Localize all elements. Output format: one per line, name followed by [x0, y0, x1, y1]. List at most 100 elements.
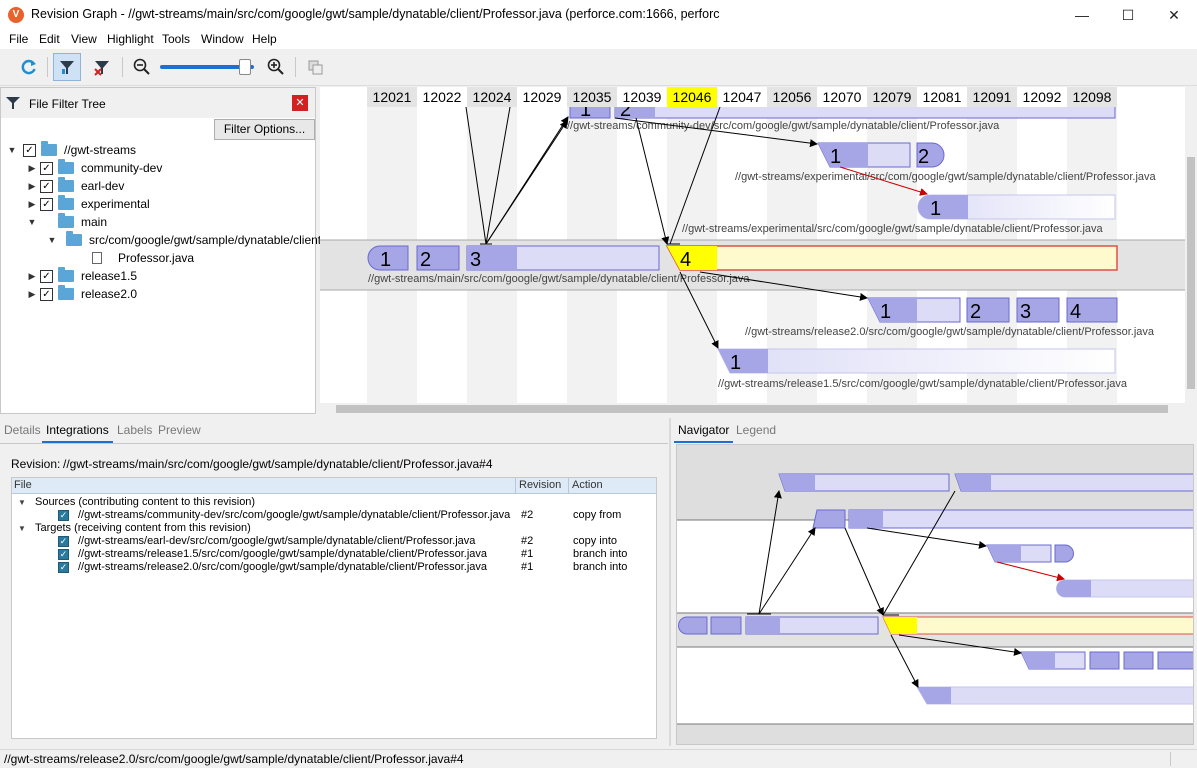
details-panel: Details Integrations Labels Preview Revi…: [0, 418, 668, 746]
close-panel-icon[interactable]: ✕: [292, 95, 308, 111]
lane-path-label: //gwt-streams/main/src/com/google/gwt/sa…: [368, 273, 750, 285]
changelist-number: 12098: [1067, 87, 1117, 107]
nav-node: [813, 510, 845, 528]
file-filter-header: File Filter Tree ✕: [1, 88, 315, 118]
tree-node-release1-5[interactable]: ▶ ✓ release1.5: [6, 267, 321, 285]
collapse-icon[interactable]: ▼: [18, 498, 26, 507]
clear-filter-icon[interactable]: [88, 53, 116, 81]
filter-icon[interactable]: [53, 53, 81, 81]
group-row-targets[interactable]: ▼ Targets (receiving content from this r…: [18, 522, 251, 535]
tree-checkbox[interactable]: ✓: [40, 180, 53, 193]
table-row[interactable]: ✓ //gwt-streams/release1.5/src/com/googl…: [58, 548, 656, 561]
menu-file[interactable]: File: [9, 32, 28, 46]
table-row[interactable]: ✓ //gwt-streams/earl-dev/src/com/google/…: [58, 535, 656, 548]
tab-integrations[interactable]: Integrations: [42, 418, 113, 443]
tree-node-earl-dev[interactable]: ▶ ✓ earl-dev: [6, 177, 321, 195]
tree-node-experimental[interactable]: ▶ ✓ experimental: [6, 195, 321, 213]
status-bar: //gwt-streams/release2.0/src/com/google/…: [0, 749, 1197, 768]
panel-splitter[interactable]: [669, 418, 671, 746]
tree-checkbox[interactable]: ✓: [40, 198, 53, 211]
column-header-revision[interactable]: Revision: [519, 479, 561, 491]
graph-vertical-scrollbar[interactable]: [1185, 87, 1197, 403]
revision-graph[interactable]: 1 2 //gwt-streams/community-dev/src/com/…: [320, 87, 1185, 403]
zoom-out-icon[interactable]: [128, 53, 156, 81]
integration-icon: ✓: [58, 549, 69, 560]
menu-window[interactable]: Window: [201, 32, 244, 46]
tree-checkbox[interactable]: ✓: [23, 144, 36, 157]
minimize-button[interactable]: —: [1059, 0, 1105, 30]
expand-toggle-icon[interactable]: ▶: [26, 271, 38, 282]
revision-number: 1: [880, 301, 891, 323]
close-button[interactable]: ✕: [1151, 0, 1197, 30]
row-revision: #2: [521, 509, 533, 521]
menu-help[interactable]: Help: [252, 32, 277, 46]
nav-node: [1090, 652, 1119, 669]
tree-checkbox[interactable]: ✓: [40, 288, 53, 301]
row-file: //gwt-streams/release1.5/src/com/google/…: [78, 548, 487, 560]
revision-number: 1: [830, 146, 841, 168]
column-header-file[interactable]: File: [14, 479, 32, 491]
revision-node[interactable]: [718, 349, 1115, 373]
tab-labels[interactable]: Labels: [113, 418, 156, 443]
folder-icon: [58, 270, 74, 282]
menu-edit[interactable]: Edit: [39, 32, 60, 46]
group-row-sources[interactable]: ▼ Sources (contributing content to this …: [18, 496, 255, 509]
nav-node: [711, 617, 741, 634]
row-action: branch into: [573, 561, 627, 573]
toolbar-separator: [47, 57, 48, 77]
column-divider: [568, 478, 569, 494]
tree-checkbox[interactable]: ✓: [40, 270, 53, 283]
expand-toggle-icon[interactable]: ▼: [26, 217, 38, 227]
navigator-overview[interactable]: [676, 444, 1194, 745]
collapse-icon[interactable]: ▼: [18, 524, 26, 533]
row-action: copy from: [573, 509, 621, 521]
row-file: //gwt-streams/release2.0/src/com/google/…: [78, 561, 487, 573]
tab-legend[interactable]: Legend: [732, 418, 780, 443]
lane-path-label: //gwt-streams/community-dev/src/com/goog…: [567, 120, 1000, 132]
menu-highlight[interactable]: Highlight: [107, 32, 154, 46]
tree-node-professor-java[interactable]: Professor.java: [6, 249, 321, 267]
tab-details[interactable]: Details: [0, 418, 45, 443]
selected-revision-node[interactable]: [667, 246, 1117, 270]
expand-toggle-icon[interactable]: ▼: [6, 145, 18, 155]
table-row[interactable]: ✓ //gwt-streams/community-dev/src/com/go…: [58, 509, 656, 522]
expand-toggle-icon[interactable]: ▶: [26, 289, 38, 300]
nav-node-marker: [1021, 652, 1055, 669]
nav-edge: [845, 528, 883, 615]
file-tree: ▼ ✓ //gwt-streams ▶ ✓ community-dev ▶ ✓ …: [6, 141, 321, 303]
changelist-number: 12056: [767, 87, 817, 107]
table-row[interactable]: ✓ //gwt-streams/release2.0/src/com/googl…: [58, 561, 656, 574]
revision-node-marker: [818, 143, 868, 167]
column-header-action[interactable]: Action: [572, 479, 603, 491]
tab-divider: [0, 443, 668, 444]
fit-icon[interactable]: [301, 53, 329, 81]
menu-view[interactable]: View: [71, 32, 97, 46]
tree-checkbox[interactable]: ✓: [40, 162, 53, 175]
refresh-icon[interactable]: [15, 53, 43, 81]
nav-node: [849, 510, 1194, 528]
nav-edge: [759, 528, 815, 614]
changelist-number: 12024: [467, 87, 517, 107]
tab-navigator[interactable]: Navigator: [674, 418, 733, 443]
tree-node-main[interactable]: ▼ main: [6, 213, 321, 231]
tree-node-community-dev[interactable]: ▶ ✓ community-dev: [6, 159, 321, 177]
scrollbar-thumb[interactable]: [336, 405, 1168, 413]
filter-options-button[interactable]: Filter Options...: [214, 119, 315, 140]
menu-tools[interactable]: Tools: [162, 32, 190, 46]
tree-node-gwt-streams[interactable]: ▼ ✓ //gwt-streams: [6, 141, 321, 159]
expand-toggle-icon[interactable]: ▼: [46, 235, 58, 245]
expand-toggle-icon[interactable]: ▶: [26, 199, 38, 210]
lane-path-label: //gwt-streams/experimental/src/com/googl…: [682, 223, 1104, 235]
expand-toggle-icon[interactable]: ▶: [26, 181, 38, 192]
expand-toggle-icon[interactable]: ▶: [26, 163, 38, 174]
tree-node-src-path[interactable]: ▼ src/com/google/gwt/sample/dynatable/cl…: [6, 231, 321, 249]
revision-number: 2: [918, 146, 929, 168]
zoom-in-icon[interactable]: [262, 53, 290, 81]
scrollbar-thumb[interactable]: [1187, 157, 1195, 389]
changelist-number: 12029: [517, 87, 567, 107]
tab-preview[interactable]: Preview: [154, 418, 205, 443]
tree-node-release2-0[interactable]: ▶ ✓ release2.0: [6, 285, 321, 303]
graph-horizontal-scrollbar[interactable]: [320, 403, 1185, 414]
maximize-button[interactable]: ☐: [1105, 0, 1151, 30]
zoom-slider-thumb[interactable]: [239, 59, 251, 75]
